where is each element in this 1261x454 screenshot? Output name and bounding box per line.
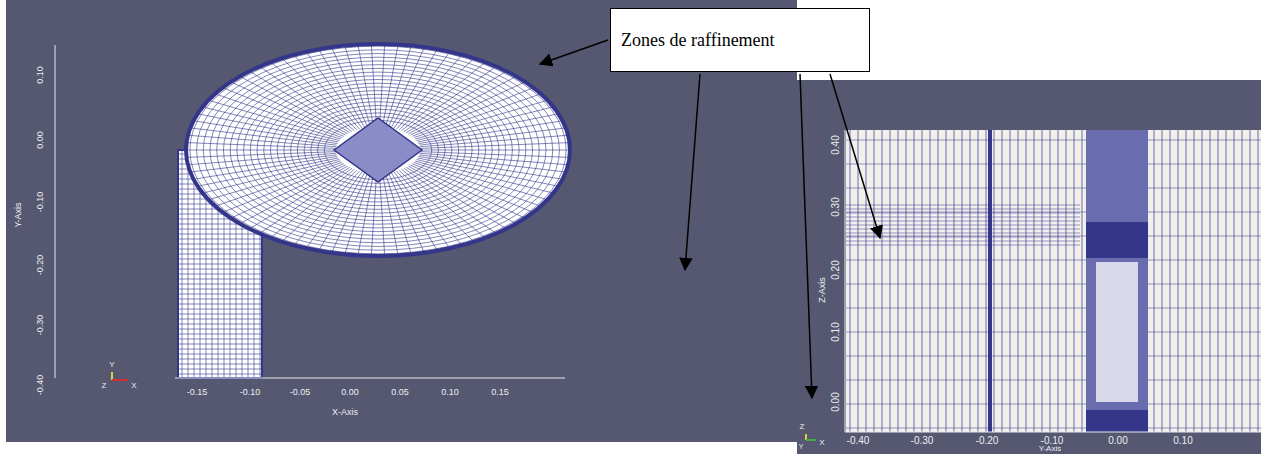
tick-label: 0.40 [831, 135, 841, 154]
triad-letter: X [819, 439, 824, 447]
axis-title: X-Axis [332, 408, 358, 417]
axes [55, 45, 1261, 432]
tick-label: -0.15 [187, 388, 208, 397]
tick-label: 0.05 [391, 388, 409, 397]
tick-label: 0.00 [831, 392, 841, 411]
callout-text: Zones de raffinement [621, 30, 775, 51]
triad-letter: Z [800, 423, 805, 431]
section-mesh [846, 130, 1261, 432]
axis-title: Y-Axis [14, 202, 23, 227]
tick-label: -0.30 [911, 436, 934, 446]
triad-letter: X [131, 382, 136, 390]
axis-triad [112, 372, 816, 440]
triad-letter: Y [799, 443, 804, 450]
right-panel [797, 80, 1261, 454]
tick-label: 0.10 [441, 388, 459, 397]
tick-label: -0.20 [976, 436, 999, 446]
tick-label: -0.20 [36, 255, 45, 276]
tick-label: -0.10 [36, 192, 45, 213]
volute-mesh [178, 44, 570, 378]
callout-box: Zones de raffinement [610, 8, 870, 72]
tick-label: 0.00 [1108, 436, 1127, 446]
tick-label: 0.10 [36, 66, 45, 84]
tick-label: -0.30 [36, 315, 45, 336]
tick-label: 0.00 [36, 131, 45, 149]
axis-title: Y-Axis [1039, 445, 1061, 453]
tick-label: 0.20 [831, 260, 841, 279]
tick-label: 0.10 [831, 322, 841, 341]
tick-label: 0.00 [341, 388, 359, 397]
tick-label: -0.05 [290, 388, 311, 397]
tick-label: -0.10 [240, 388, 261, 397]
triad-letter: Y [109, 361, 114, 369]
tick-label: -0.40 [847, 436, 870, 446]
triad-letter: Z [102, 382, 107, 390]
axis-title: Z-Axis [818, 277, 827, 303]
tick-label: 0.15 [491, 388, 509, 397]
tick-label: 0.30 [831, 197, 841, 216]
leader-arrows [540, 40, 880, 398]
tick-label: 0.10 [1173, 436, 1192, 446]
tick-label: -0.40 [36, 375, 45, 396]
